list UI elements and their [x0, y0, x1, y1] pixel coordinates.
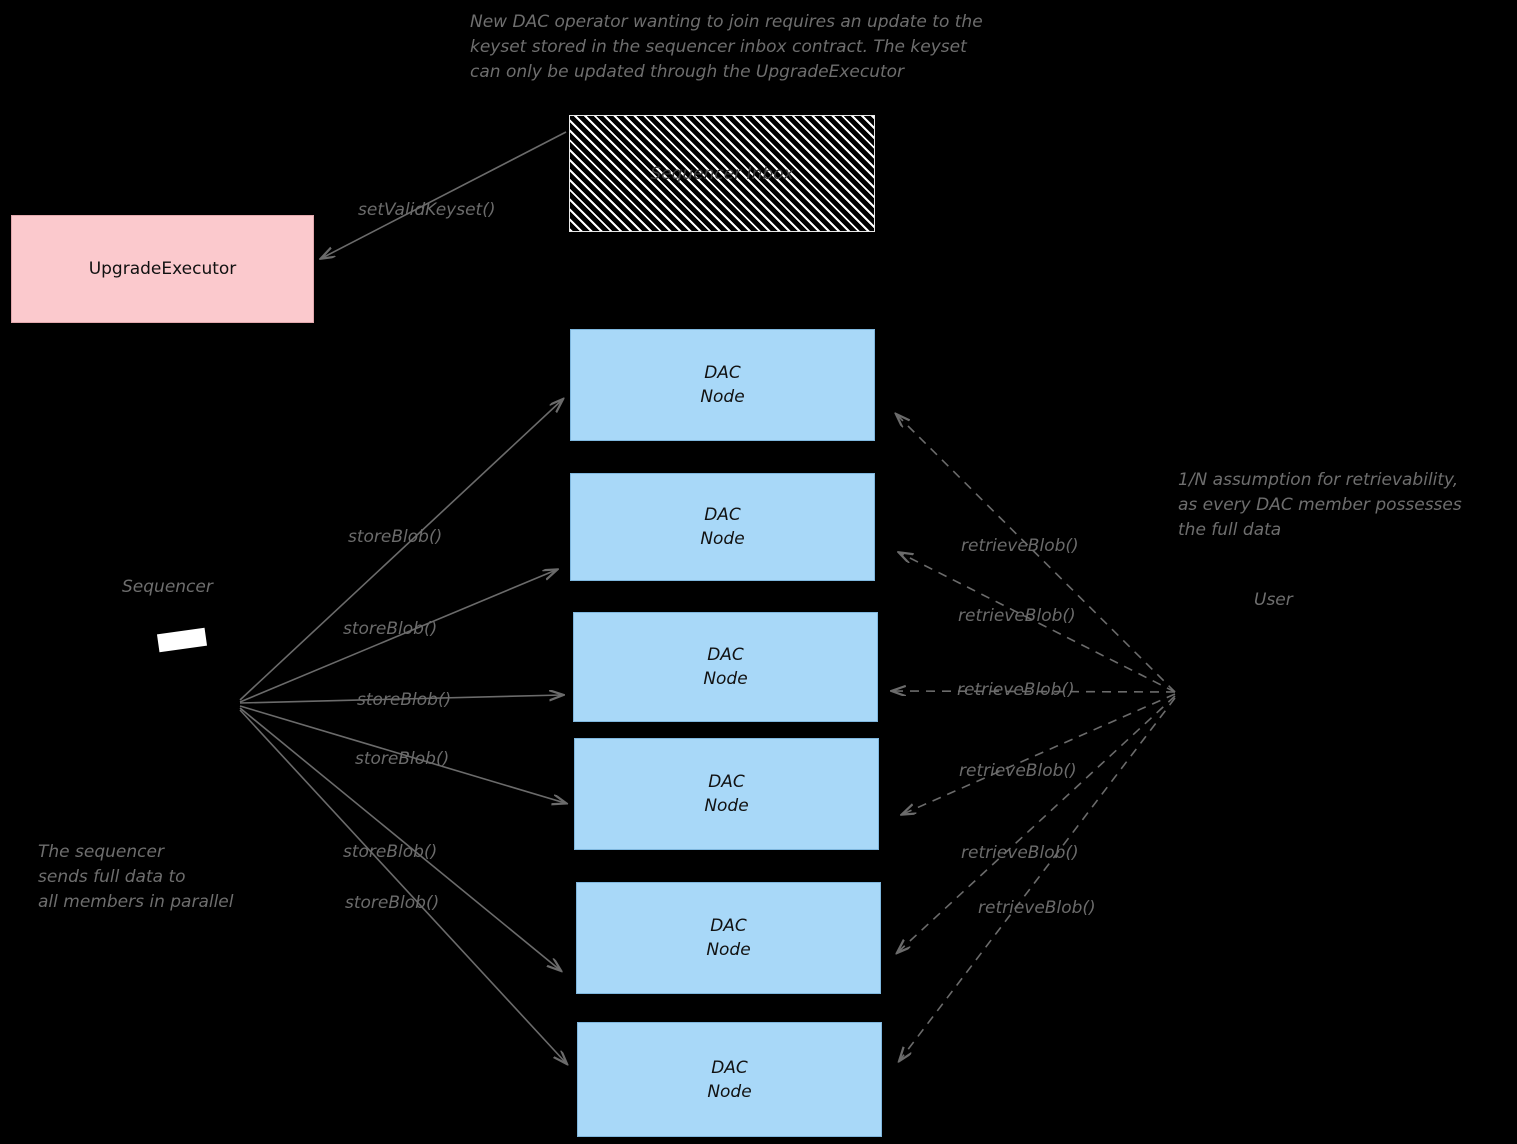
sequencer-inbox-label: Sequencer Inbox — [650, 163, 794, 184]
dac-node-3-line1: DAC — [707, 645, 744, 665]
dac-node-2-line2: Node — [700, 529, 745, 549]
edge-label-store-blob-3: storeBlob() — [357, 690, 452, 710]
edge-label-retrieve-blob-1: retrieveBlob() — [961, 536, 1079, 556]
edge-label-store-blob-1: storeBlob() — [348, 527, 443, 547]
edge-label-store-blob-2: storeBlob() — [343, 619, 438, 639]
dac-node-4-line1: DAC — [708, 772, 745, 792]
dac-node-2: DAC Node — [570, 473, 875, 581]
sequencer-icon — [156, 627, 208, 653]
edge-label-retrieve-blob-3: retrieveBlob() — [957, 680, 1075, 700]
dac-node-5-line1: DAC — [710, 916, 747, 936]
upgrade-executor-box: UpgradeExecutor — [11, 215, 314, 323]
dac-node-1: DAC Node — [570, 329, 875, 441]
dac-node-2-line1: DAC — [704, 505, 741, 525]
dac-node-3-line2: Node — [703, 669, 748, 689]
edge-label-retrieve-blob-4: retrieveBlob() — [959, 761, 1077, 781]
upgrade-executor-label: UpgradeExecutor — [88, 259, 237, 279]
edge-label-set-valid-keyset: setValidKeyset() — [358, 200, 496, 220]
sequencer-inbox-box: Sequencer Inbox — [569, 115, 875, 232]
note-retrievability: 1/N assumption for retrievability, as ev… — [1178, 470, 1462, 540]
user-label: User — [1254, 590, 1293, 610]
dac-node-4-line2: Node — [704, 796, 749, 816]
dac-node-1-line2: Node — [700, 387, 745, 407]
edge-label-store-blob-4: storeBlob() — [355, 749, 450, 769]
sequencer-label: Sequencer — [122, 577, 213, 597]
note-sequencer-parallel: The sequencer sends full data to all mem… — [38, 842, 234, 912]
dac-node-4: DAC Node — [574, 738, 879, 850]
edge-label-retrieve-blob-2: retrieveBlob() — [958, 606, 1076, 626]
dac-node-6: DAC Node — [577, 1022, 882, 1137]
dac-node-1-line1: DAC — [704, 363, 741, 383]
dac-node-5-line2: Node — [706, 940, 751, 960]
edge-label-retrieve-blob-5: retrieveBlob() — [961, 843, 1079, 863]
dac-node-6-line1: DAC — [711, 1057, 748, 1078]
edge-label-store-blob-6: storeBlob() — [345, 893, 440, 913]
dac-node-5: DAC Node — [576, 882, 881, 994]
note-keyset-update: New DAC operator wanting to join require… — [470, 12, 983, 82]
edge-label-retrieve-blob-6: retrieveBlob() — [978, 898, 1096, 918]
dac-node-6-line2: Node — [707, 1081, 752, 1102]
edge-label-store-blob-5: storeBlob() — [343, 842, 438, 862]
dac-node-3: DAC Node — [573, 612, 878, 722]
